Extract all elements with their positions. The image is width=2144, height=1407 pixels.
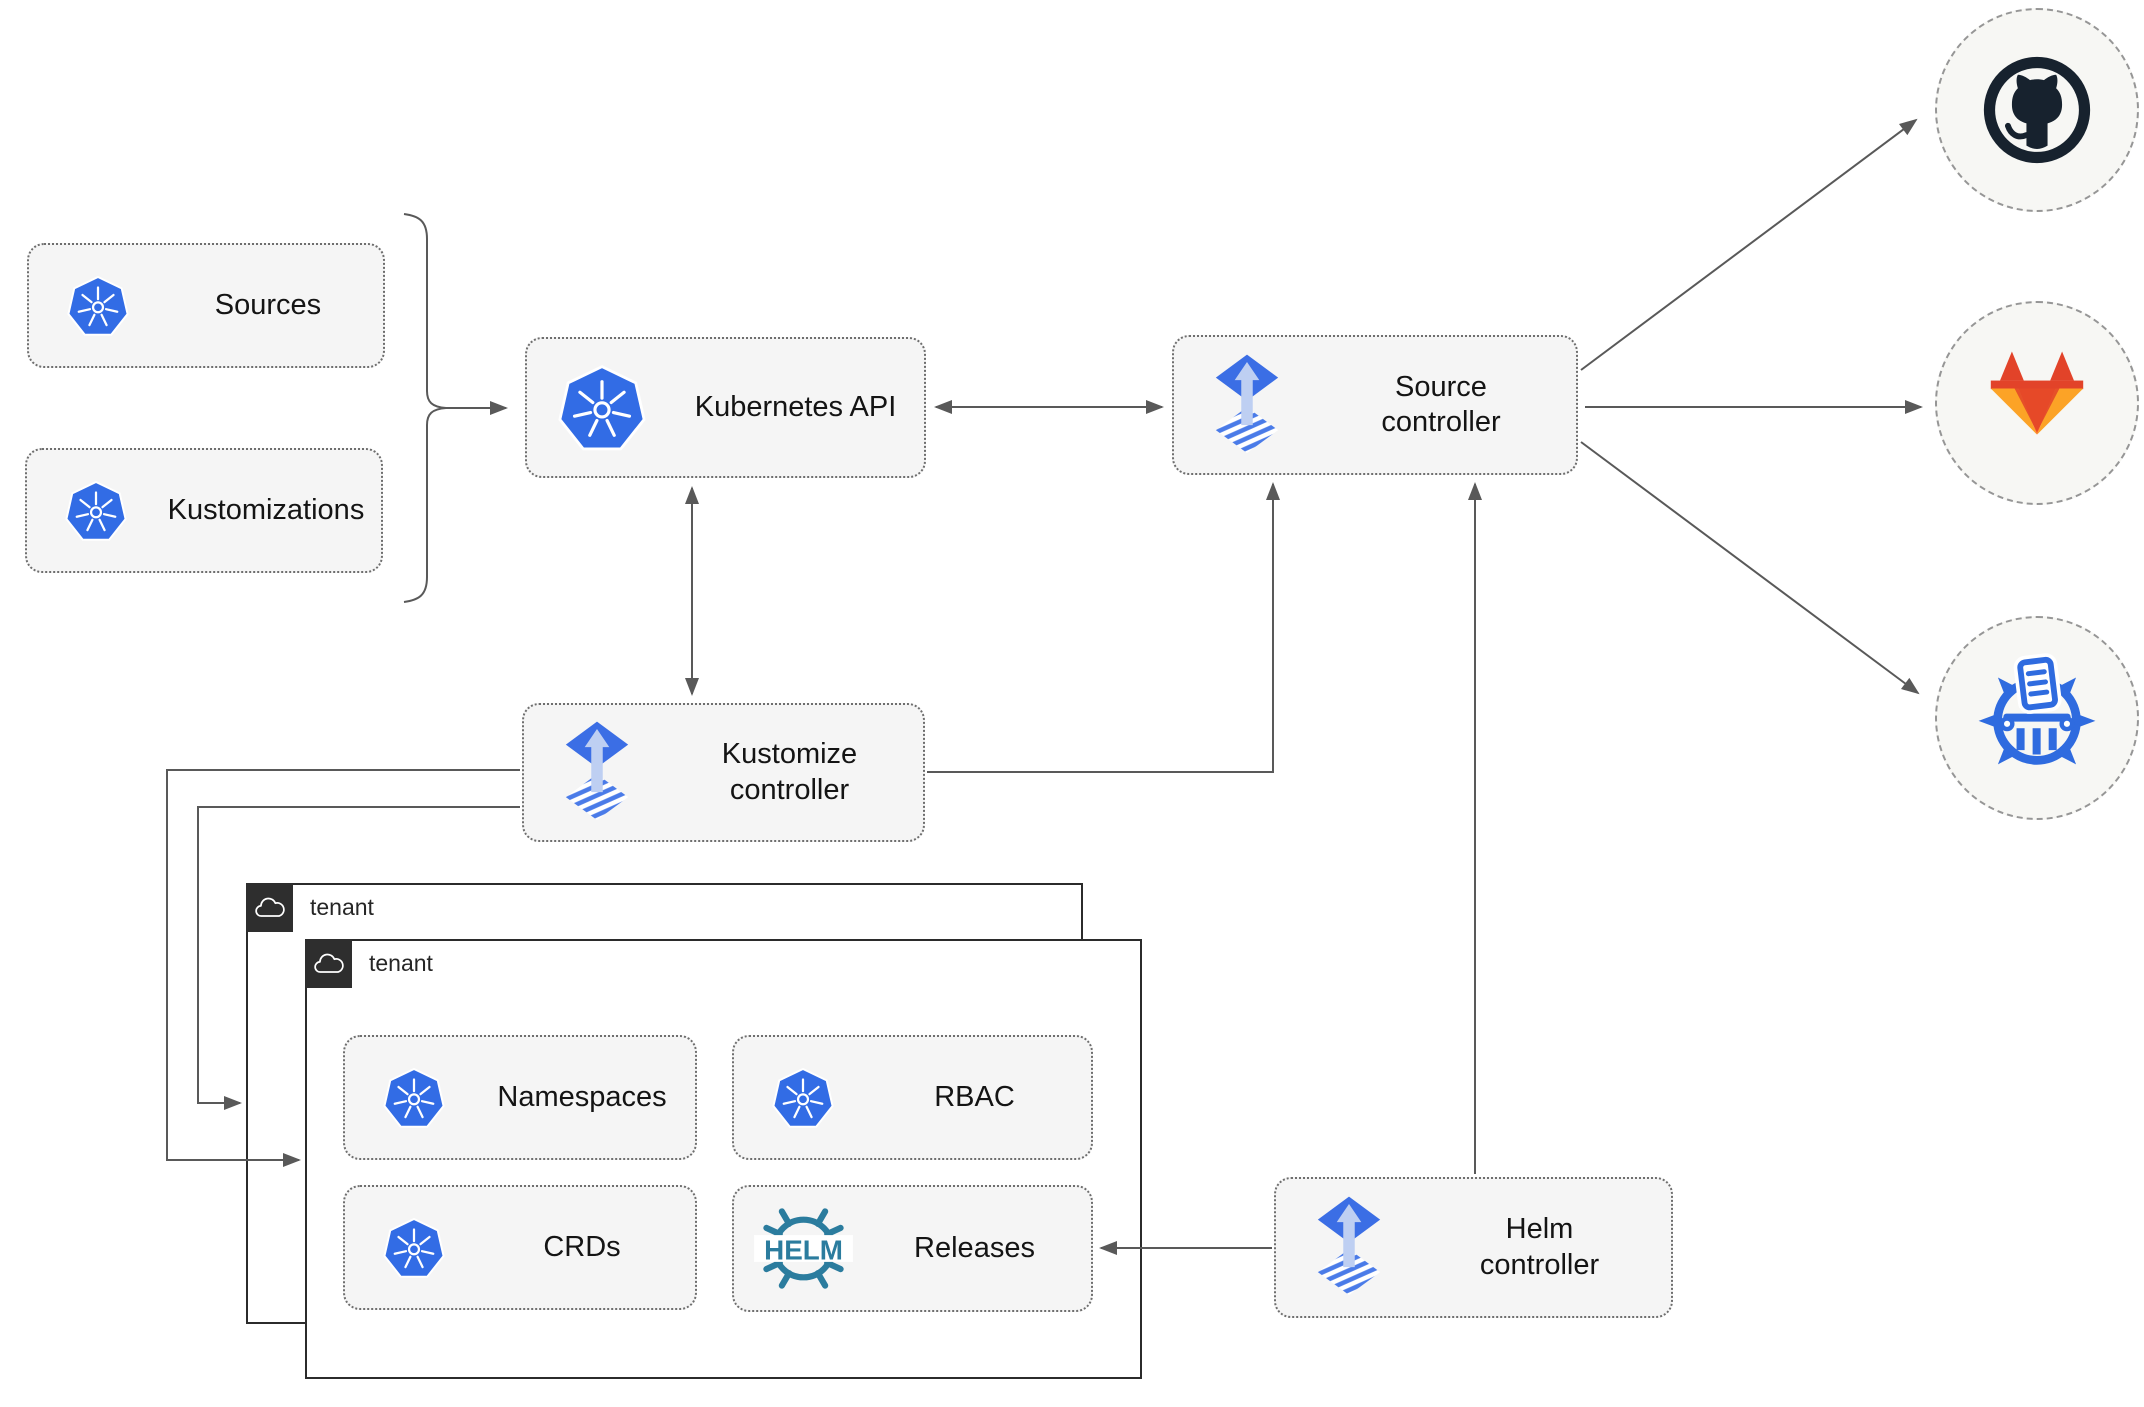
node-source-controller-label: Source controller (1381, 370, 1501, 438)
helm-icon: HELM (748, 1197, 858, 1300)
bracket-sources-kustomizations (403, 213, 447, 603)
edge-kustomize-to-source-controller (927, 482, 1280, 773)
cloud-icon (254, 896, 286, 920)
node-sources-label: Sources (214, 288, 322, 321)
external-gitlab (1935, 301, 2139, 505)
github-icon (1971, 44, 2103, 176)
flux-icon (538, 720, 656, 825)
tenant-front-tab (305, 939, 352, 988)
tenant-back-label: tenant (310, 894, 374, 920)
node-source-controller: Source controller (1172, 335, 1578, 475)
kubernetes-icon (359, 1215, 469, 1281)
node-kustomizations-label: Kustomizations (167, 493, 365, 526)
kubernetes-icon (43, 273, 153, 339)
external-github (1935, 8, 2139, 212)
node-crds: CRDs (343, 1185, 697, 1310)
gitlab-icon (1971, 337, 2103, 469)
node-rbac: RBAC (732, 1035, 1093, 1160)
node-crds-label: CRDs (543, 1230, 621, 1263)
node-kustomize-controller-label: Kustomize controller (721, 738, 858, 806)
kubernetes-icon (537, 361, 667, 455)
node-kubernetes-api-label: Kubernetes API (694, 390, 897, 423)
tenant-front-label: tenant (369, 950, 433, 976)
kubernetes-icon (359, 1065, 469, 1131)
flux-icon (1188, 353, 1306, 458)
node-sources: Sources (27, 243, 385, 368)
node-kubernetes-api: Kubernetes API (525, 337, 926, 478)
edge-source-to-chartmuseum (1580, 441, 1920, 695)
node-helm-controller-label: Helm controller (1479, 1213, 1600, 1281)
svg-text:HELM: HELM (764, 1234, 843, 1265)
node-helm-controller: Helm controller (1274, 1177, 1673, 1318)
chartmuseum-icon (1964, 645, 2110, 791)
tenant-back-tab (246, 883, 293, 932)
node-releases-label: Releases (914, 1231, 1035, 1264)
node-rbac-label: RBAC (934, 1080, 1015, 1113)
kubernetes-icon (748, 1065, 858, 1131)
kubernetes-icon (41, 478, 151, 544)
node-kustomize-controller: Kustomize controller (522, 703, 925, 842)
flux-icon (1290, 1195, 1408, 1300)
node-namespaces-label: Namespaces (497, 1080, 667, 1113)
edge-source-to-github (1580, 118, 1918, 371)
node-kustomizations: Kustomizations (25, 448, 383, 573)
external-chartmuseum (1935, 616, 2139, 820)
node-releases: HELM Releases (732, 1185, 1093, 1312)
cloud-icon (313, 952, 345, 976)
node-namespaces: Namespaces (343, 1035, 697, 1160)
